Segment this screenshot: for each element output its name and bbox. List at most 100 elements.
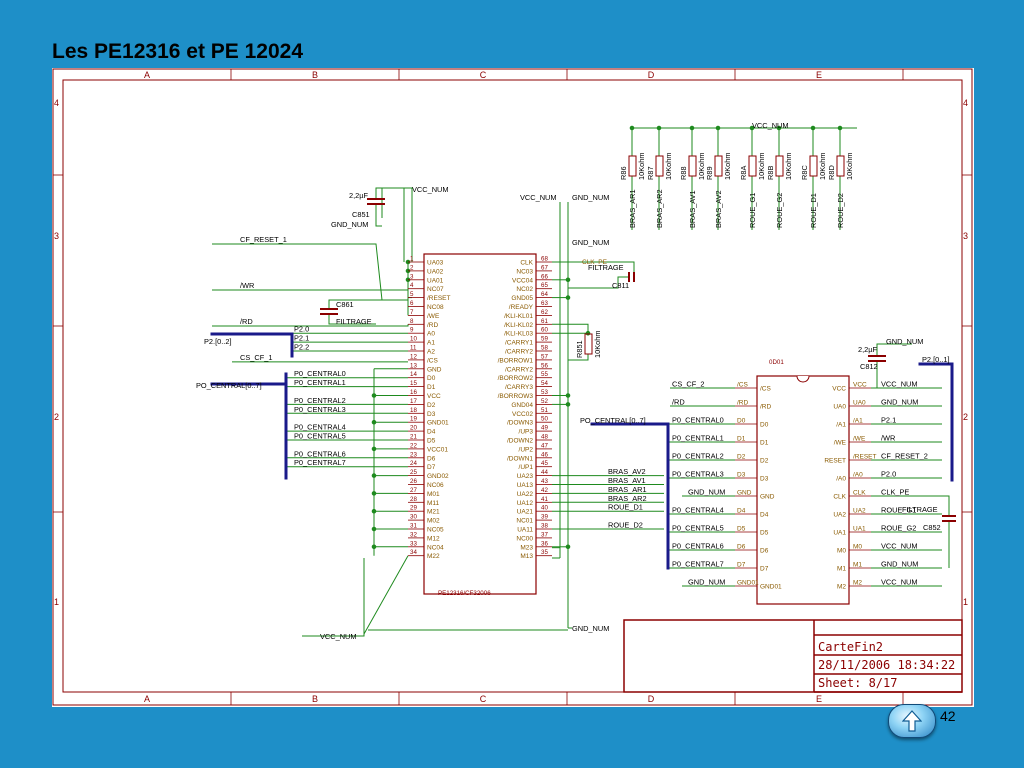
wire [212,289,409,316]
junction-dot [629,125,635,131]
chip1-pin-name: /KLI-KL03 [504,331,533,338]
chip2-pin-name: GND [760,494,775,501]
resistor-value: 10Kohm [723,152,732,180]
chip2-pin-ext: UA2 [853,508,866,515]
chip1-pin-number: 23 [410,451,417,458]
pullup-resistor-body [836,155,845,177]
frame-row-label-right: 3 [963,231,968,241]
resistor-ref: R8D [827,165,836,180]
net-label-chip2-left: CS_CF_2 [672,380,704,389]
chip2-notch [796,375,810,383]
chip2-pin-ext: /A0 [853,472,863,479]
pullup-resistor-body [714,155,723,177]
net-label-p0-central: P0_CENTRAL6 [294,449,346,458]
junction-dot [565,295,571,300]
c811-filtrage: FILTRAGE [588,263,624,272]
resistor-net: BRAS_AV1 [688,190,697,228]
net-label-chip2-left: P0_CENTRAL3 [672,470,724,479]
bus-label-p2: P2.[0..2] [204,337,232,346]
chip1-pin-number: 33 [410,540,417,547]
chip1-pin-name: D2 [427,402,436,409]
frame-row-label-left: 3 [54,231,59,241]
net-label-chip2-right: /WR [881,434,895,443]
chip1-pin-number: 5 [410,291,414,298]
chip1-pin-name: D1 [427,384,436,391]
chip1-pin-name: /UP1 [519,464,534,471]
r851-value: 10Kohm [593,330,602,358]
chip2-pin-name: M2 [837,584,846,591]
chip1-pin-name: UA12 [517,500,534,507]
chip1-pin-name: NC00 [516,535,533,542]
chip1-pin-number: 64 [541,291,548,298]
net-label-chip2-right: P2.0 [881,470,896,479]
c861-ref: C861 [336,300,354,309]
c811-ref: C811 [612,281,629,290]
frame-col-label-top: A [144,70,150,80]
net-label-gnd-3: GND_NUM [572,238,609,247]
resistor-ref: R89 [705,166,714,180]
chip1-pin-name: /KLI-KL01 [504,313,533,320]
chip1-pin-number: 8 [410,318,414,325]
chip1-pin-name: M13 [520,553,533,560]
chip1-pin-name: NC05 [427,527,444,534]
chip2-pin-name: D0 [760,422,769,429]
net-label-p2: P2.2 [294,343,309,352]
chip2-pin-name: CLK [833,494,846,501]
chip1-pin-number: 9 [410,327,414,334]
chip1-pin-name: /RD [427,322,439,329]
chip1-pin-name: /READY [509,304,534,311]
frame-row-label-right: 4 [963,98,968,108]
chip1-pin-name: M12 [427,535,440,542]
chip2-pin-ext: /CS [737,382,749,389]
junction-dot [749,125,755,131]
net-label-p2: P2.1 [294,334,309,343]
resistor-value: 10Kohm [818,152,827,180]
home-button[interactable] [888,704,936,738]
junction-dot [689,125,695,131]
chip2-pin-name: M0 [837,548,846,555]
chip1-pin-name: A0 [427,331,435,338]
chip1-pin-name: GND01 [427,420,449,427]
chip2-pin-ext: D5 [737,526,746,533]
junction-dot [776,125,782,131]
chip1-pin-number: 24 [410,460,417,467]
net-label-chip2-left: GND_NUM [688,488,725,497]
junction-dot [837,125,843,131]
wire [212,324,409,327]
chip1-pin-number: 42 [541,487,548,494]
chip1-pin-number: 14 [410,371,417,378]
resistor-net: BRAS_AR2 [655,189,664,228]
wire [552,323,589,334]
c812-value: 2,2µF [858,345,878,354]
chip1-pin-number: 27 [410,487,417,494]
chip2-pin-ext: GND [737,490,752,497]
chip1-pin-name: /UP2 [519,446,534,453]
net-label-p0-central: P0_CENTRAL1 [294,378,346,387]
chip1-pin-number: 53 [541,389,548,396]
chip1-pin-name: /RESET [427,295,451,302]
bus-label-p0: PO_CENTRAL[0..7] [196,381,262,390]
chip1-pin-number: 35 [541,549,548,556]
junction-dot [565,277,571,283]
wire [568,354,589,361]
resistor-net: BRAS_AV2 [714,190,723,228]
net-label-chip2-left: P0_CENTRAL4 [672,506,724,515]
chip1-pin-name: /WE [427,313,440,320]
chip1-pin-number: 57 [541,353,548,360]
net-label-chip2-left: P0_CENTRAL1 [672,434,724,443]
chip1-pin-name: /CARRY1 [505,340,533,347]
chip1-pin-number: 45 [541,460,548,467]
chip2-pin-name: /WE [834,440,847,447]
chip1-pin-number: 20 [410,425,417,432]
outer-frame [52,68,973,706]
resistor-value: 10Kohm [845,152,854,180]
chip2-pin-ext: UA1 [853,526,866,533]
chip1-pin-number: 46 [541,451,548,458]
frame-row-label-left: 1 [54,597,59,607]
net-label-p0-central: P0_CENTRAL5 [294,432,346,441]
frame-col-label-bottom: E [816,694,822,704]
chip1-pin-number: 59 [541,336,548,343]
chip1-pin-number: 65 [541,282,548,289]
chip1-pin-name: GND02 [427,473,449,480]
chip1-pin-number: 37 [541,531,548,538]
